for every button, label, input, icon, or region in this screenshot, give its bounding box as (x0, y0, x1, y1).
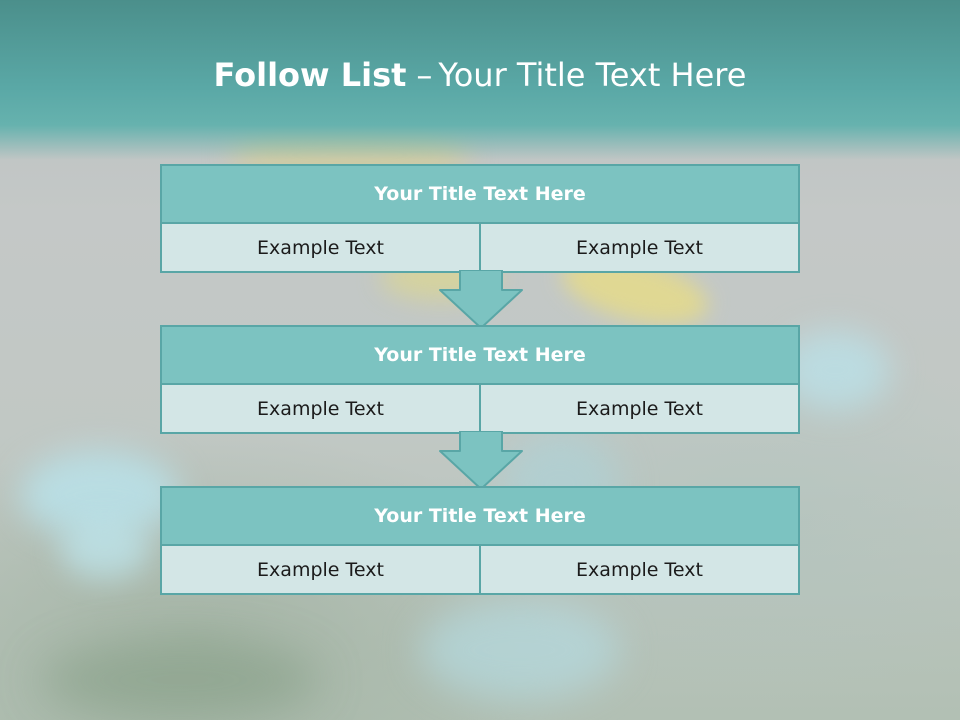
list-block-1: Your Title Text Here Example Text Exampl… (160, 164, 800, 273)
list-block-title: Your Title Text Here (162, 166, 798, 224)
list-block-row: Example Text Example Text (162, 546, 798, 593)
slide-title-lead: Follow List (213, 56, 407, 94)
list-block-3: Your Title Text Here Example Text Exampl… (160, 486, 800, 595)
down-arrow-icon (439, 270, 523, 328)
list-block-2: Your Title Text Here Example Text Exampl… (160, 325, 800, 434)
background-blur-spot (420, 600, 620, 700)
background-blur-spot (60, 520, 150, 580)
list-block-cell-left: Example Text (162, 385, 479, 432)
header-band (0, 0, 960, 160)
list-block-title: Your Title Text Here (162, 488, 798, 546)
background-blur-spot (40, 640, 320, 720)
list-block-cell-left: Example Text (162, 224, 479, 271)
list-block-cell-right: Example Text (479, 385, 798, 432)
slide-title-rest: Your Title Text Here (438, 56, 747, 94)
list-block-cell-right: Example Text (479, 546, 798, 593)
list-block-row: Example Text Example Text (162, 385, 798, 432)
slide-title: Follow List–Your Title Text Here (0, 52, 960, 98)
list-block-row: Example Text Example Text (162, 224, 798, 271)
slide-title-dash: – (416, 56, 433, 94)
list-block-cell-right: Example Text (479, 224, 798, 271)
list-block-title: Your Title Text Here (162, 327, 798, 385)
down-arrow-icon (439, 431, 523, 489)
list-block-cell-left: Example Text (162, 546, 479, 593)
